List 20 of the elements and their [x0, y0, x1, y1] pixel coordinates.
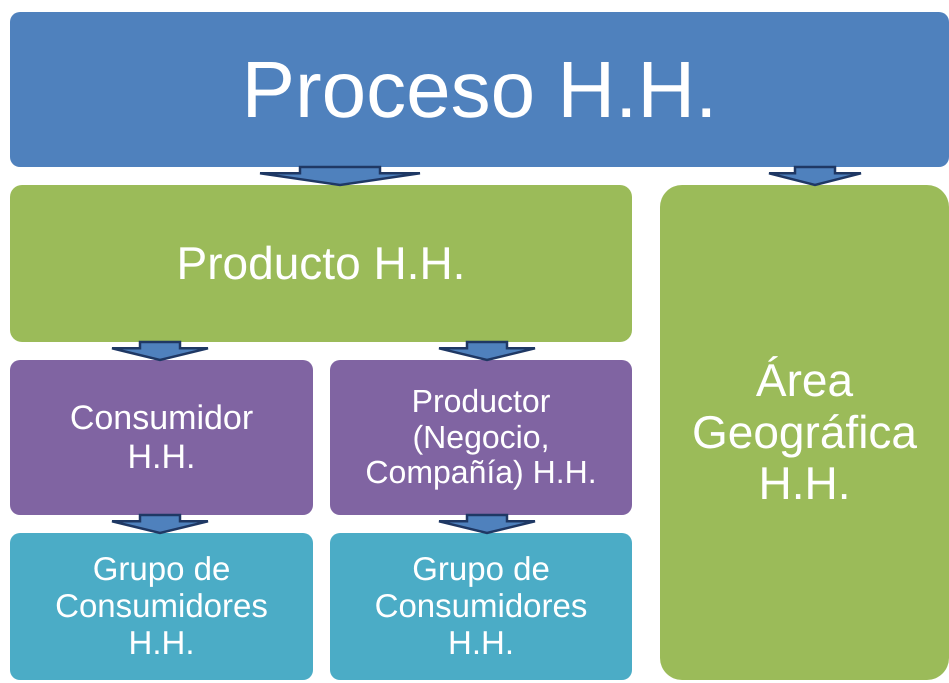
block-arrow: [258, 166, 422, 186]
box-label: Área Geográfica H.H.: [690, 355, 918, 510]
box-label: Proceso H.H.: [242, 44, 718, 134]
box-label: Productor (Negocio, Compañía) H.H.: [364, 384, 598, 492]
block-arrow: [438, 340, 536, 362]
process-box: [330, 360, 632, 515]
block-arrow: [438, 514, 536, 534]
box-label: Grupo de Consumidores H.H.: [54, 551, 269, 662]
process-box: [660, 185, 949, 680]
title-box: [10, 12, 949, 167]
process-box: [10, 533, 313, 680]
process-box: [10, 360, 313, 515]
block-arrow: [110, 340, 210, 362]
block-arrow: [768, 166, 862, 186]
process-box: [10, 185, 632, 342]
block-arrow: [110, 514, 210, 534]
box-label: Producto H.H.: [176, 238, 466, 290]
process-box: [330, 533, 632, 680]
box-label: Consumidor H.H.: [68, 399, 254, 476]
box-label: Grupo de Consumidores H.H.: [374, 551, 588, 662]
